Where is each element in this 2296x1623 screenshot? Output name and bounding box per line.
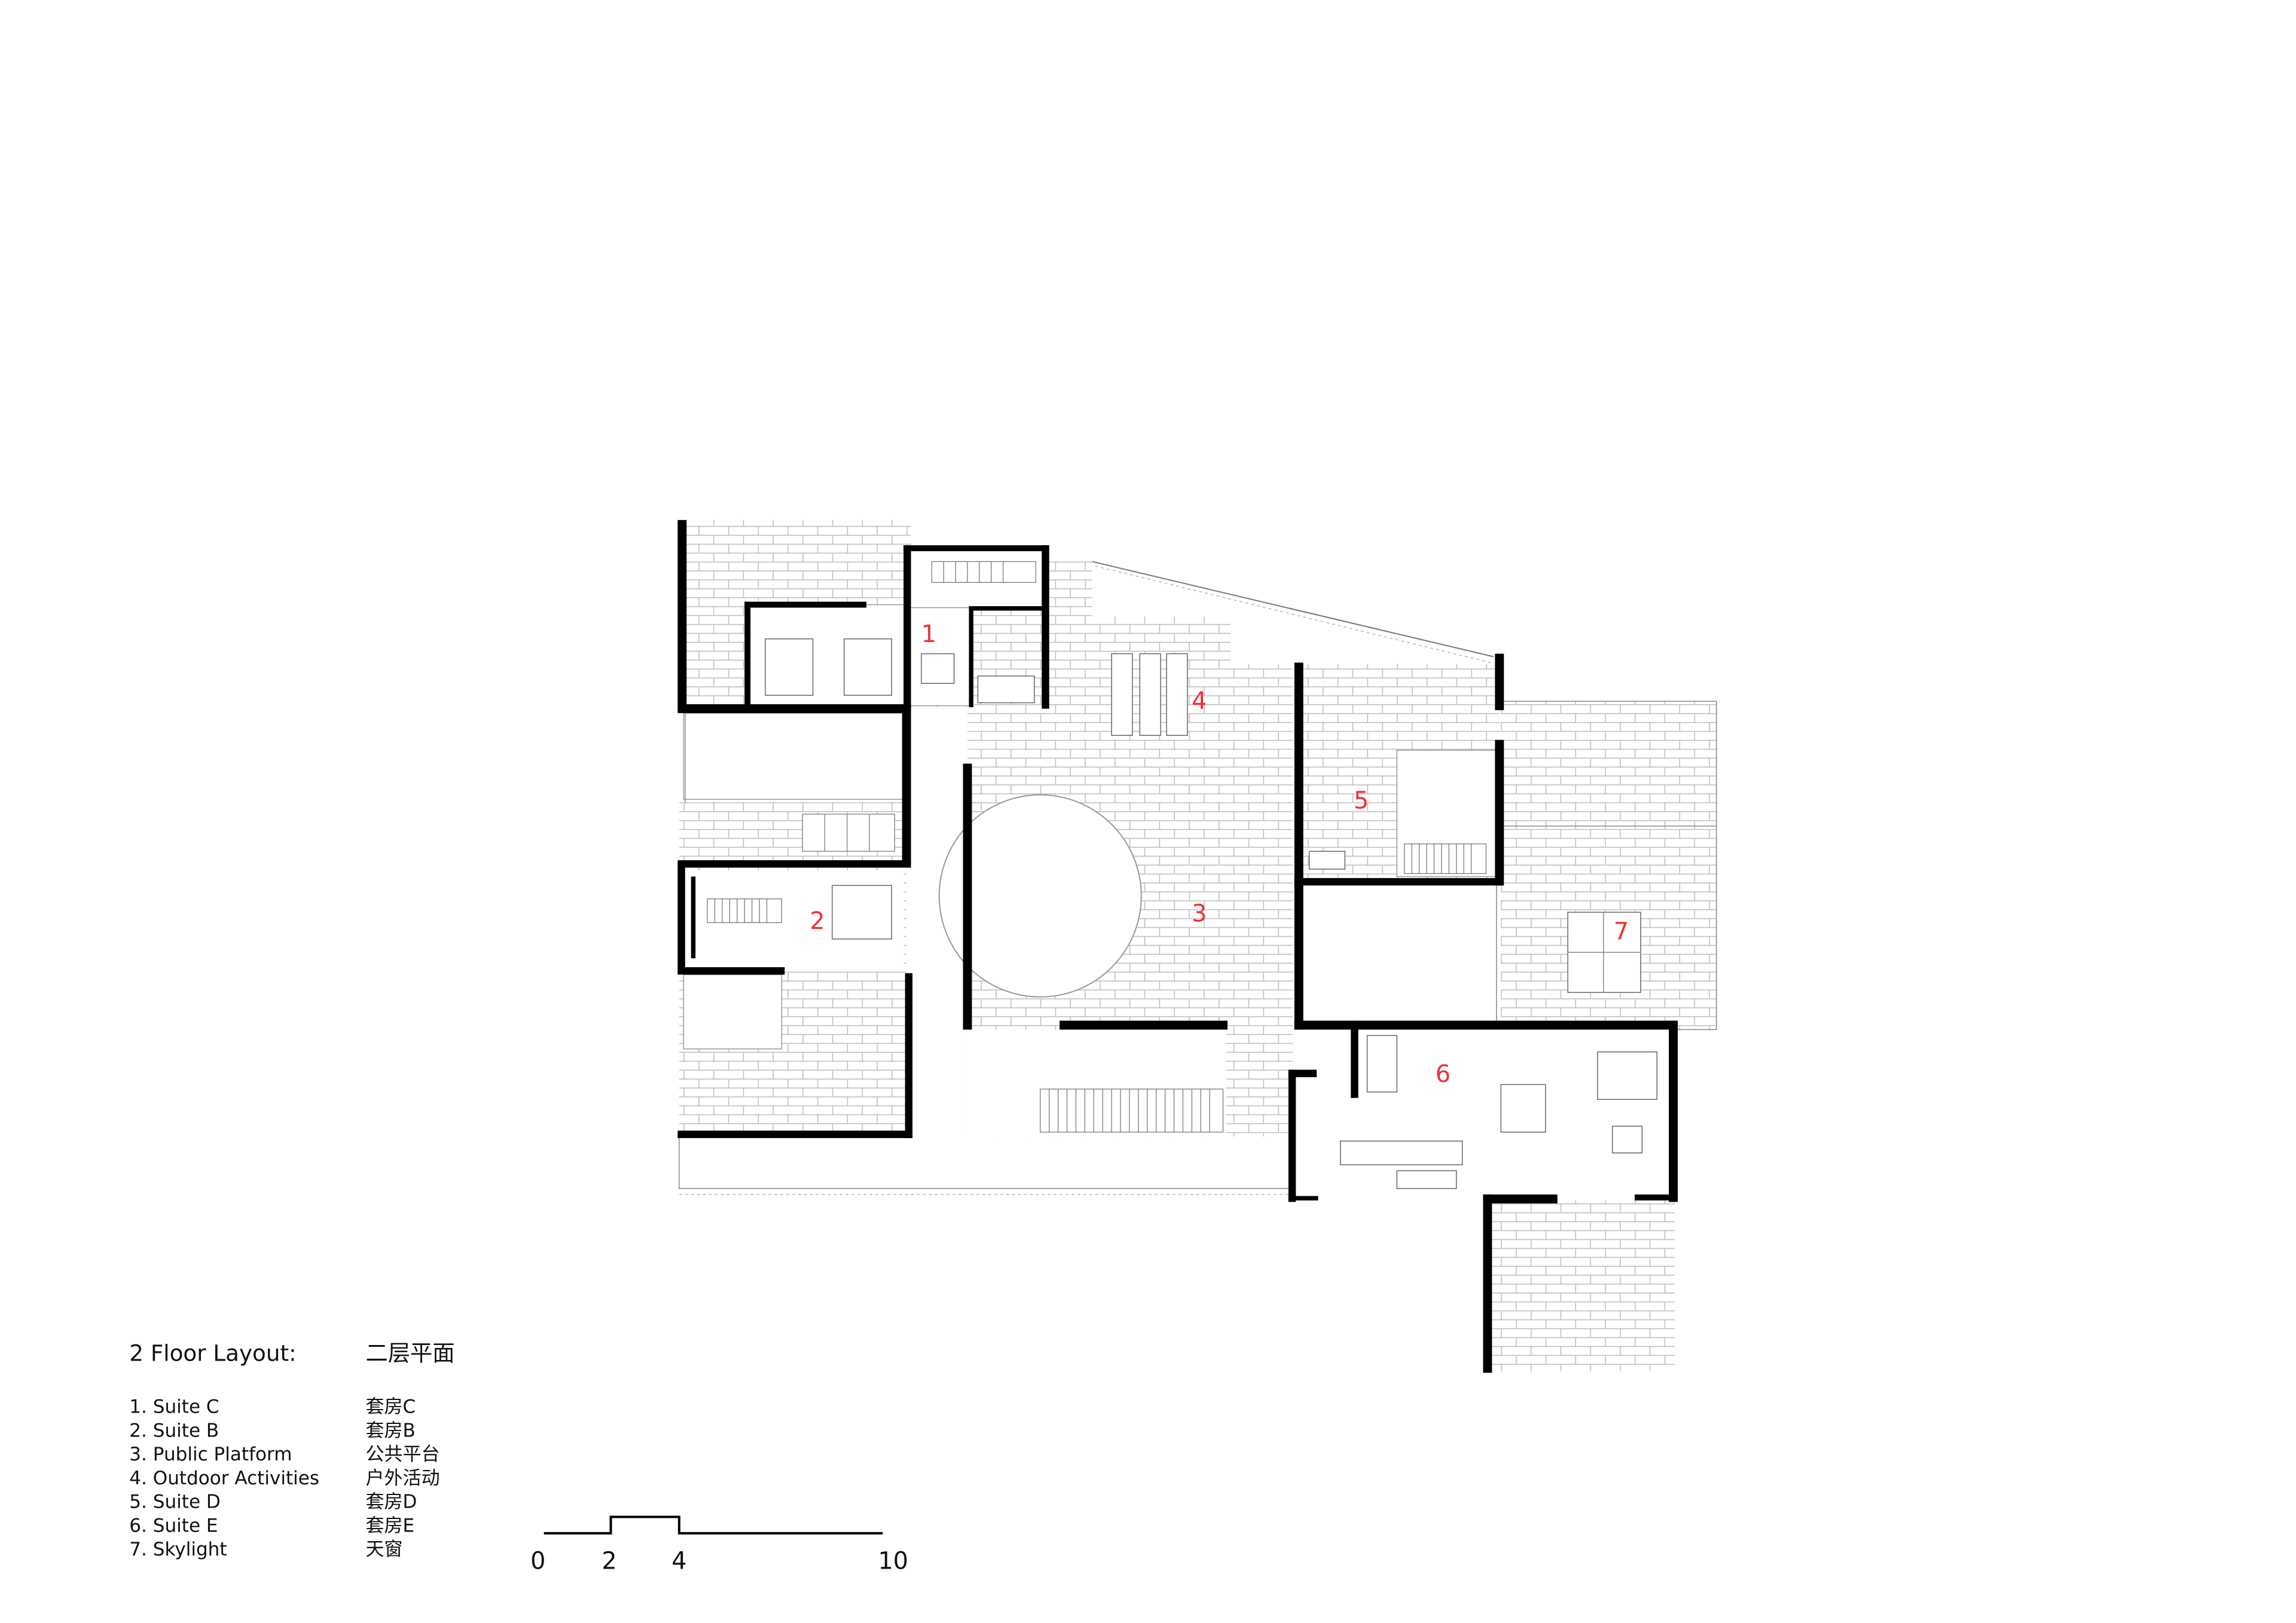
room-number-2: 2 bbox=[810, 907, 825, 935]
walls bbox=[677, 519, 1678, 1373]
table bbox=[1139, 653, 1161, 736]
bed bbox=[1597, 1051, 1657, 1100]
stairs bbox=[707, 561, 1487, 1133]
legend-item-en: 3. Public Platform bbox=[129, 1444, 292, 1465]
kitchen-island bbox=[1340, 1141, 1463, 1166]
legend-item-zh: 天窗 bbox=[365, 1539, 402, 1560]
circular-skylight bbox=[938, 794, 1142, 998]
sofa bbox=[1366, 1035, 1398, 1093]
paving-lower bbox=[1226, 1025, 1293, 1137]
legend-item-zh: 套房D bbox=[365, 1491, 417, 1513]
scale-tick-label: 10 bbox=[878, 1548, 908, 1575]
room-numbers: 1 2 3 4 5 6 7 bbox=[810, 621, 1629, 1088]
legend-item-en: 5. Suite D bbox=[129, 1491, 221, 1513]
bed bbox=[765, 638, 814, 696]
armchair bbox=[1611, 1126, 1643, 1154]
scale-tick-label: 0 bbox=[530, 1548, 545, 1575]
vanity bbox=[1308, 851, 1346, 870]
paving-lower-right bbox=[1490, 1200, 1675, 1371]
legend-item-en: 4. Outdoor Activities bbox=[129, 1468, 319, 1489]
legend-item-zh: 套房C bbox=[365, 1396, 416, 1418]
bathroom-fixtures bbox=[1500, 1084, 1546, 1133]
legend-item-en: 1. Suite C bbox=[129, 1396, 219, 1418]
furniture bbox=[765, 638, 1657, 1190]
room-number-4: 4 bbox=[1192, 687, 1207, 715]
scale-tick-label: 4 bbox=[671, 1548, 686, 1575]
room-number-5: 5 bbox=[1354, 787, 1369, 815]
legend-item-en: 2. Suite B bbox=[129, 1420, 219, 1441]
legend-title-en: 2 Floor Layout: bbox=[129, 1340, 296, 1367]
outline-lines bbox=[679, 561, 1717, 1195]
bench bbox=[1166, 653, 1188, 736]
armchair bbox=[921, 653, 955, 684]
legend-item-en: 7. Skylight bbox=[129, 1539, 227, 1560]
bed bbox=[832, 885, 893, 940]
legend-title-zh: 二层平面 bbox=[365, 1340, 454, 1367]
legend-item-en: 6. Suite E bbox=[129, 1515, 218, 1536]
legend: 2 Floor Layout: 二层平面 1. Suite C 套房C 2. S… bbox=[129, 1340, 454, 1561]
bench bbox=[1111, 653, 1133, 736]
legend-item-zh: 户外活动 bbox=[365, 1468, 439, 1489]
scale-bar-line bbox=[544, 1515, 883, 1535]
legend-item-zh: 公共平台 bbox=[365, 1444, 439, 1465]
room-number-6: 6 bbox=[1436, 1060, 1451, 1088]
scale-tick-label: 2 bbox=[602, 1548, 616, 1575]
room-number-1: 1 bbox=[921, 621, 936, 648]
bed bbox=[843, 638, 893, 696]
legend-item-zh: 套房B bbox=[365, 1420, 415, 1441]
room-number-7: 7 bbox=[1614, 918, 1629, 945]
bathtub bbox=[977, 676, 1035, 704]
scale-bar: 0 2 4 10 bbox=[530, 1515, 908, 1575]
room-number-3: 3 bbox=[1192, 900, 1207, 927]
chairs bbox=[1396, 1170, 1457, 1190]
legend-item-zh: 套房E bbox=[365, 1515, 414, 1536]
